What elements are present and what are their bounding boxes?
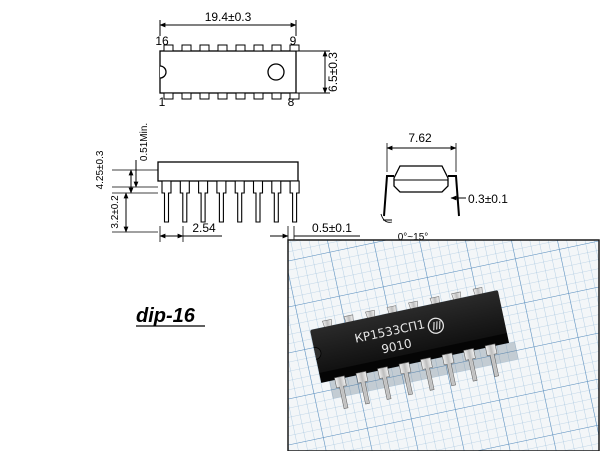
side-lead-width-dim: 0.5±0.1 xyxy=(312,221,352,235)
top-lead-lower xyxy=(199,92,210,100)
top-lead-lower xyxy=(217,92,228,100)
top-lead-lower xyxy=(253,92,264,100)
end-lead-thickness-dim: 0.3±0.1 xyxy=(468,192,508,206)
pin1-notch xyxy=(159,65,167,79)
top-lead-upper xyxy=(181,44,192,52)
top-lead-lower xyxy=(181,92,192,100)
chip-marking-date: 9010 xyxy=(380,336,413,356)
top-leads-lower xyxy=(163,92,300,100)
side-clearance-dim: 0.51Min. xyxy=(139,123,150,161)
top-width-dim: 6.5±0.3 xyxy=(326,52,340,92)
photo-lead-front xyxy=(377,366,392,400)
end-view: 7.62 0.3±0.1 0°~15° xyxy=(380,131,508,243)
top-lead-upper xyxy=(163,44,174,52)
photo-leads-front xyxy=(334,343,499,409)
end-left-lead xyxy=(383,175,394,217)
side-view: 3.2±0.2 4.25±0.3 0.51Min. 2.54 0.5±0.1 xyxy=(95,123,360,242)
top-lead-lower xyxy=(271,92,282,100)
pin-1-label: 1 xyxy=(159,95,166,109)
side-lead xyxy=(271,180,282,223)
side-lead xyxy=(198,180,209,223)
side-body-height-dim: 3.2±0.2 xyxy=(110,195,121,229)
end-row-spacing-dim: 7.62 xyxy=(408,131,432,145)
top-lead-upper xyxy=(289,44,300,52)
end-angle-dim: 0°~15° xyxy=(398,232,429,243)
photo-lead-front xyxy=(420,357,435,391)
photo-lead-front xyxy=(334,375,349,409)
photo-lead-front xyxy=(484,343,499,377)
top-lead-lower xyxy=(289,92,300,100)
top-lead-upper xyxy=(199,44,210,52)
top-lead-lower xyxy=(163,92,174,100)
side-lead xyxy=(252,180,264,223)
photo-lead-front xyxy=(463,348,478,382)
photo-lead-front xyxy=(355,370,370,405)
side-lead xyxy=(179,180,190,223)
manufacturer-logo-icon xyxy=(427,317,445,334)
top-length-dim: 19.4±0.3 xyxy=(205,10,252,24)
side-lead xyxy=(289,180,300,223)
top-lead-lower xyxy=(235,92,246,100)
top-lead-upper xyxy=(235,44,246,52)
pin-9-label: 9 xyxy=(290,34,297,48)
side-body-outline xyxy=(157,161,299,182)
orientation-dot xyxy=(267,63,285,81)
end-right-lead xyxy=(448,175,460,217)
chip-body xyxy=(310,290,507,375)
side-pitch-dim: 2.54 xyxy=(192,221,216,235)
side-lead xyxy=(161,180,172,223)
side-lead xyxy=(216,180,227,223)
top-lead-upper xyxy=(217,44,228,52)
side-lead xyxy=(234,180,245,223)
pin-8-label: 8 xyxy=(288,95,295,109)
package-label: dip-16 xyxy=(136,305,196,327)
photo-lead-front xyxy=(398,361,413,396)
side-lead-length-dim: 4.25±0.3 xyxy=(95,150,106,189)
chip-photo: КР1533СП1 9010 xyxy=(287,239,600,451)
top-view: 19.4±0.3 16 9 1 8 6.5±0.3 xyxy=(155,10,340,109)
end-body-outline xyxy=(393,165,449,193)
top-lead-upper xyxy=(271,44,282,52)
top-leads-upper xyxy=(163,44,300,52)
photo-lead-front xyxy=(441,352,456,387)
top-lead-upper xyxy=(253,44,264,52)
side-leads xyxy=(161,180,300,223)
